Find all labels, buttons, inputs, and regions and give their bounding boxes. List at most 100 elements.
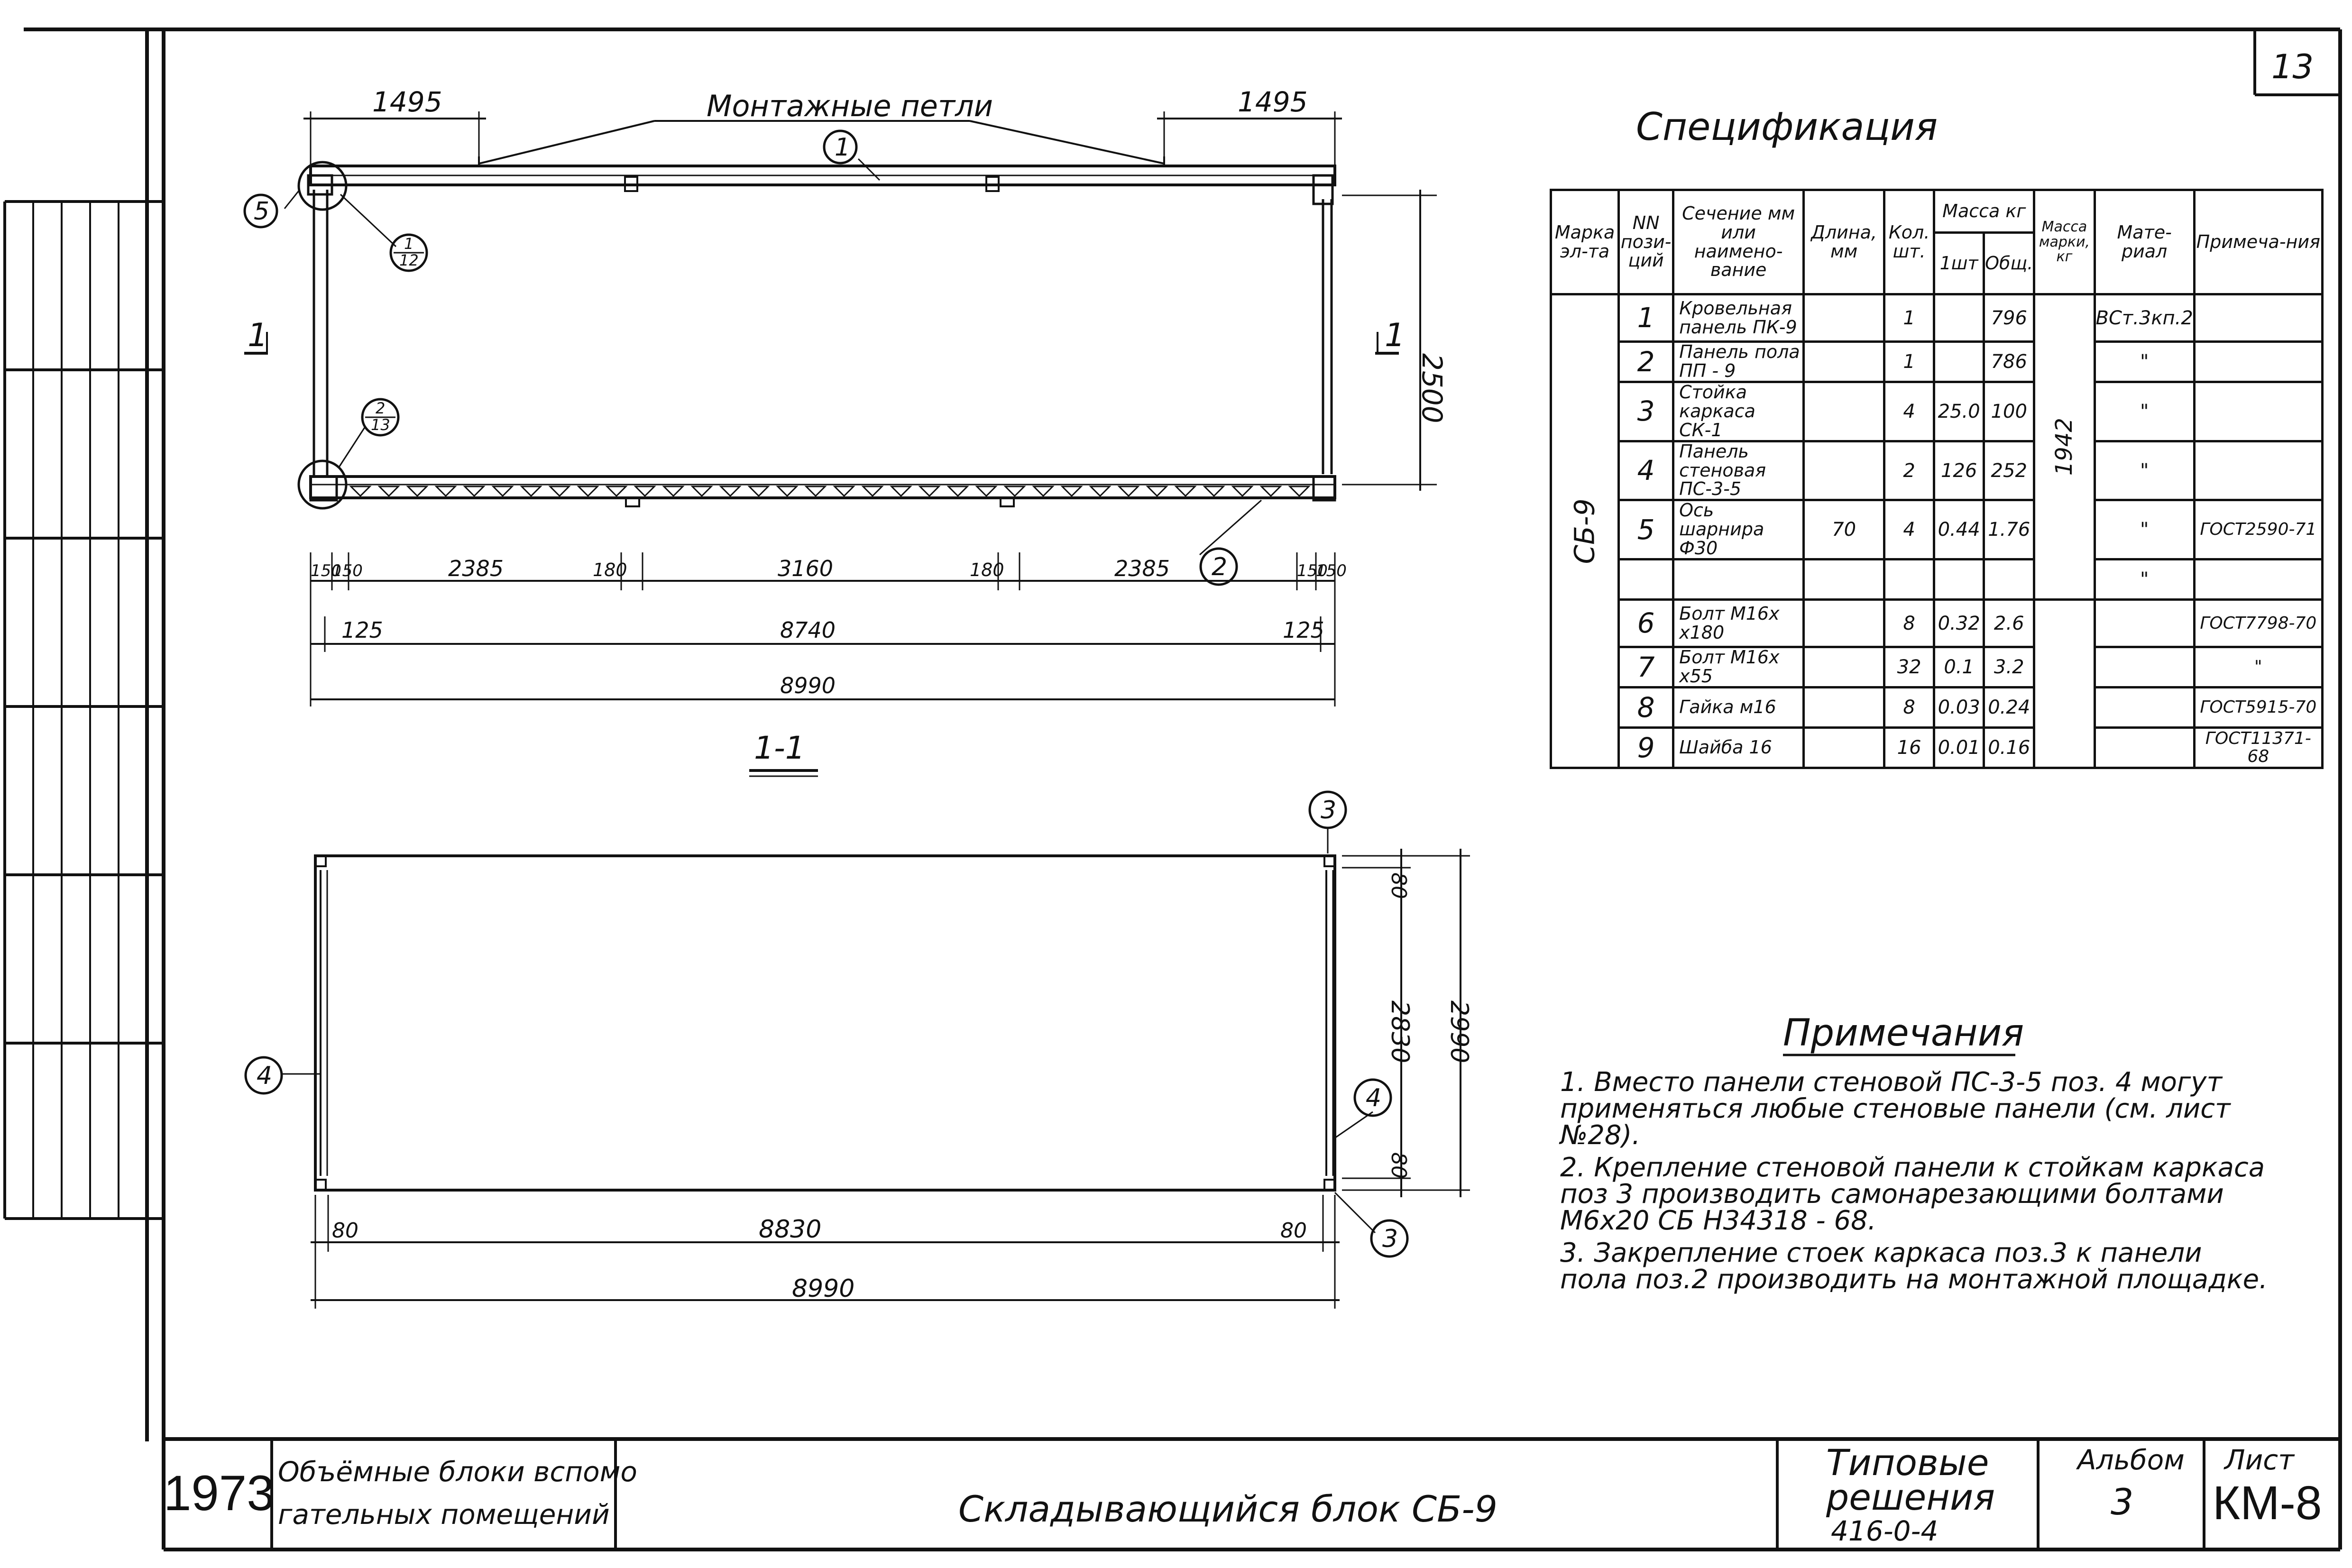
spec-qty: 32 bbox=[1883, 646, 1936, 689]
spec-length bbox=[1802, 686, 1886, 729]
spec-mass-unit: 0.03 bbox=[1933, 686, 1985, 729]
spec-qty: 8 bbox=[1883, 686, 1936, 729]
detail-ref-2-num: 2 bbox=[376, 399, 385, 417]
spec-mass-total: 1.76 bbox=[1983, 499, 2036, 561]
note-item-3: 3. Закрепление стоек каркаса поз.3 к пан… bbox=[1560, 1238, 2268, 1295]
tb-sheet-cell: Лист КМ-8 bbox=[2205, 1439, 2340, 1548]
spec-note bbox=[2193, 340, 2324, 383]
floor-rib bbox=[1089, 486, 1112, 497]
floor-rib bbox=[1060, 486, 1083, 497]
spec-qty: 1 bbox=[1883, 340, 1936, 383]
spec-qty: 2 bbox=[1883, 440, 1936, 502]
pos-1-marker: 1 bbox=[823, 129, 858, 165]
dim-bottom-150d: 150 bbox=[1316, 561, 1347, 580]
header-mass-total: Общ. bbox=[1983, 231, 2036, 295]
spec-mass-unit: 126 bbox=[1933, 440, 1985, 502]
section-title: 1-1 bbox=[754, 730, 805, 766]
spec-name: Стойка каркаса СК-1 bbox=[1672, 381, 1805, 442]
tb-project-line2: гательных помещений bbox=[278, 1498, 610, 1531]
spec-name: Шайба 16 bbox=[1672, 726, 1805, 770]
floor-rib bbox=[1146, 486, 1168, 497]
tb-sheet-label: Лист bbox=[2224, 1444, 2294, 1476]
spec-note bbox=[2193, 381, 2324, 442]
tb-sheet-value: КМ-8 bbox=[2213, 1476, 2322, 1530]
floor-rib bbox=[349, 486, 372, 497]
header-material: Мате-риал bbox=[2093, 189, 2196, 295]
dim-section-2830: 2830 bbox=[1386, 1000, 1414, 1063]
spec-mark-value: СБ-9 bbox=[1568, 498, 1601, 564]
dim-middle-8740: 8740 bbox=[780, 617, 836, 643]
spec-name: Болт М16х х180 bbox=[1672, 598, 1805, 649]
spec-row: " bbox=[1551, 558, 2324, 601]
floor-rib bbox=[747, 486, 770, 497]
floor-rib bbox=[1032, 486, 1055, 497]
dim-height: 2500 bbox=[1416, 353, 1448, 423]
dim-loop-right: 1495 bbox=[1238, 86, 1308, 118]
pos-4-right-marker: 4 bbox=[1353, 1078, 1392, 1117]
floor-rib bbox=[1003, 486, 1026, 497]
dim-bottom-2385a: 2385 bbox=[448, 556, 504, 581]
dim-section-80-bottom: 80 bbox=[1387, 1152, 1411, 1179]
tb-series-line1: Типовые bbox=[1826, 1441, 1989, 1484]
dim-total-top: 8990 bbox=[780, 673, 836, 698]
tb-series-line3: 416-0-4 bbox=[1831, 1515, 1939, 1547]
floor-rib bbox=[548, 486, 571, 497]
sheet-number: 13 bbox=[2271, 47, 2314, 86]
floor-rib bbox=[946, 486, 969, 497]
tb-album-cell: Альбом 3 bbox=[2040, 1439, 2205, 1548]
spec-title: Спецификация bbox=[1636, 105, 1938, 149]
tb-series-line2: решения bbox=[1826, 1476, 1995, 1518]
pos-5-label: 5 bbox=[254, 197, 269, 226]
pos-3-top-marker: 3 bbox=[1308, 790, 1347, 829]
spec-pos: 1 bbox=[1617, 293, 1675, 343]
section-mark-left: 1 bbox=[248, 317, 268, 354]
spec-material bbox=[2093, 598, 2196, 649]
dim-bottom-150a: 150 bbox=[311, 561, 341, 580]
dim-bottom-2385b: 2385 bbox=[1114, 556, 1170, 581]
dim-bottom-150b: 150 bbox=[332, 561, 363, 580]
dim-bottom-3160: 3160 bbox=[778, 556, 833, 581]
detail-ref-2-sheet: 13 bbox=[371, 416, 390, 434]
spec-mass-total: 2.6 bbox=[1983, 598, 2036, 649]
header-pos: NN пози-ций bbox=[1617, 189, 1675, 295]
floor-rib bbox=[918, 486, 941, 497]
note-item-2: 2. Крепление стеновой панели к стойкам к… bbox=[1560, 1152, 2265, 1236]
callout-mounting-loops: Монтажные петли bbox=[707, 89, 993, 123]
pos-5-marker: 5 bbox=[243, 193, 278, 229]
spec-qty: 4 bbox=[1883, 499, 1936, 561]
sheet-frame bbox=[24, 28, 2342, 1551]
dim-bottom-150c: 150 bbox=[1297, 561, 1328, 580]
spec-mass-total: 786 bbox=[1983, 340, 2036, 383]
floor-rib bbox=[377, 486, 400, 497]
floor-rib bbox=[634, 486, 656, 497]
section-view bbox=[282, 769, 1470, 1309]
spec-mass-total: 0.24 bbox=[1983, 686, 2036, 729]
spec-pos: 2 bbox=[1617, 340, 1675, 383]
floor-rib bbox=[1203, 486, 1225, 497]
spec-note bbox=[2193, 558, 2324, 601]
spec-qty: 4 bbox=[1883, 381, 1936, 442]
spec-mass-total bbox=[1983, 558, 2036, 601]
floor-rib bbox=[719, 486, 742, 497]
spec-qty: 16 bbox=[1883, 726, 1936, 770]
tb-project-line1: Объёмные блоки вспомо bbox=[278, 1456, 637, 1488]
detail-ref-2: 2 13 bbox=[361, 398, 400, 437]
dim-section-left-80: 80 bbox=[332, 1219, 358, 1243]
spec-note: ГОСТ2590-71 bbox=[2193, 499, 2324, 561]
tb-series-cell: Типовые решения 416-0-4 bbox=[1779, 1439, 2040, 1548]
spec-material bbox=[2093, 686, 2196, 729]
spec-name: Панель стеновая ПС-3-5 bbox=[1672, 440, 1805, 502]
spec-mark-mass-cell: 1942 bbox=[2033, 293, 2096, 601]
floor-rib bbox=[605, 486, 628, 497]
dim-section-total: 8990 bbox=[792, 1275, 854, 1303]
floor-rib bbox=[1117, 486, 1140, 497]
spec-pos: 9 bbox=[1617, 726, 1675, 770]
spec-mass-unit: 0.44 bbox=[1933, 499, 1985, 561]
header-mass-unit: 1шт bbox=[1933, 231, 1985, 295]
